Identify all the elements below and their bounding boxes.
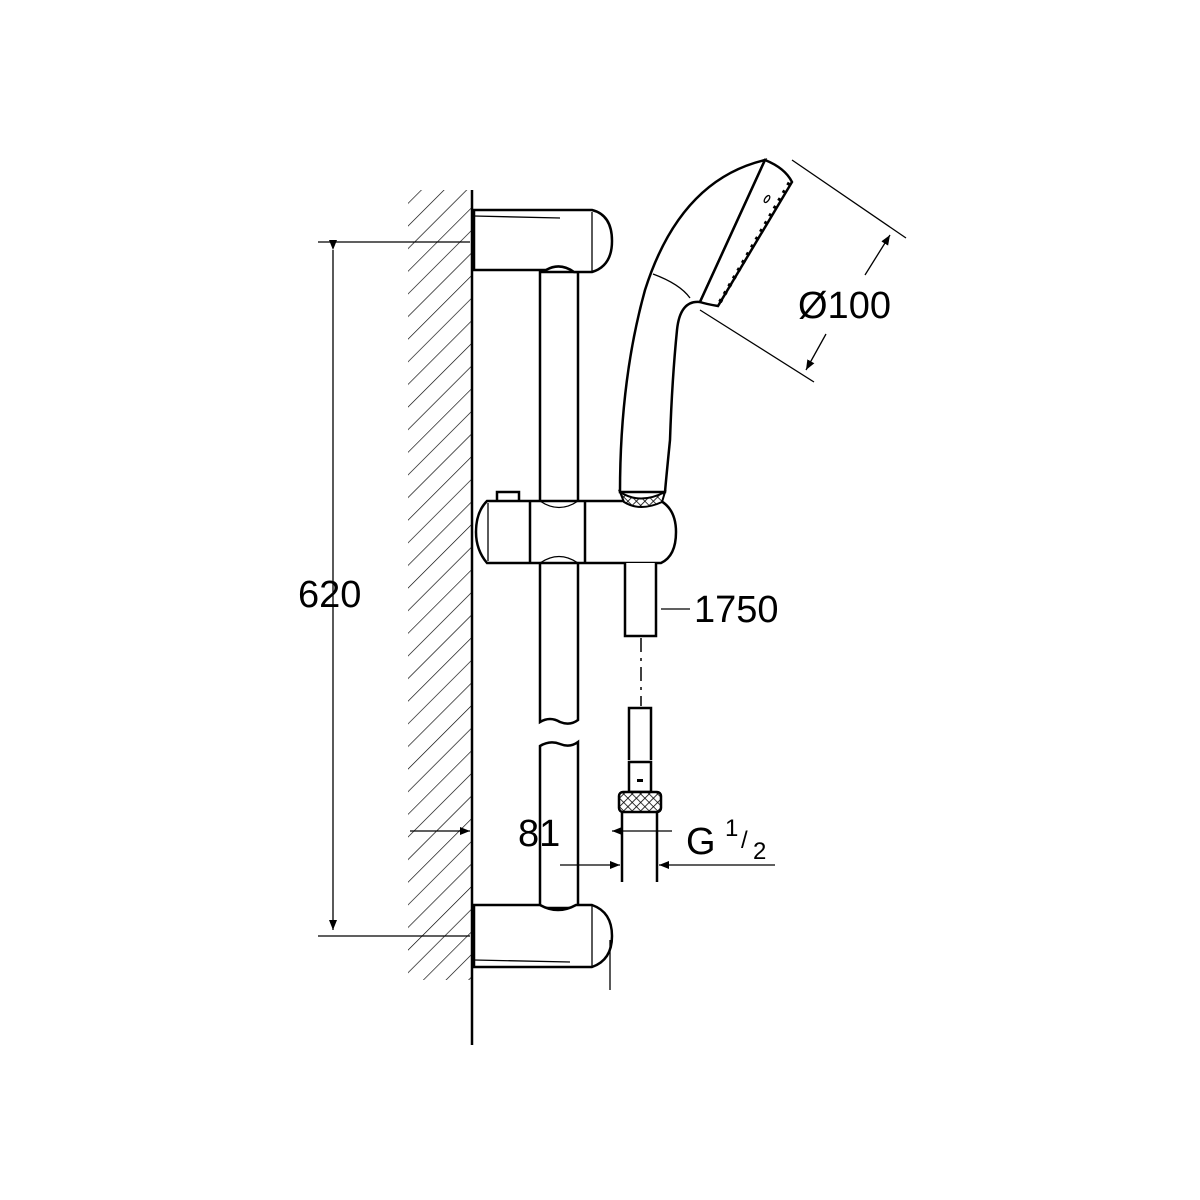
head-diameter-label: Ø100 (798, 285, 891, 327)
slider-holder (474, 490, 678, 565)
connection-denominator: 2 (753, 838, 766, 865)
dimension-height-label: 620 (298, 574, 361, 616)
shower-rail (538, 270, 580, 910)
hose-length-label: 1750 (694, 589, 779, 631)
top-wall-bracket (472, 208, 614, 274)
dimension-head-diameter (699, 159, 907, 383)
bottom-wall-bracket (472, 903, 614, 969)
connection-slash: / (741, 827, 748, 854)
dimension-projection (410, 827, 672, 990)
wall (408, 190, 474, 1045)
dimension-height (318, 240, 470, 937)
hand-shower (617, 158, 794, 508)
dimension-projection-label: 81 (518, 813, 560, 855)
shower-hose (617, 563, 663, 882)
connection-numerator: 1 (725, 815, 738, 842)
connection-label-g: G (686, 821, 716, 863)
